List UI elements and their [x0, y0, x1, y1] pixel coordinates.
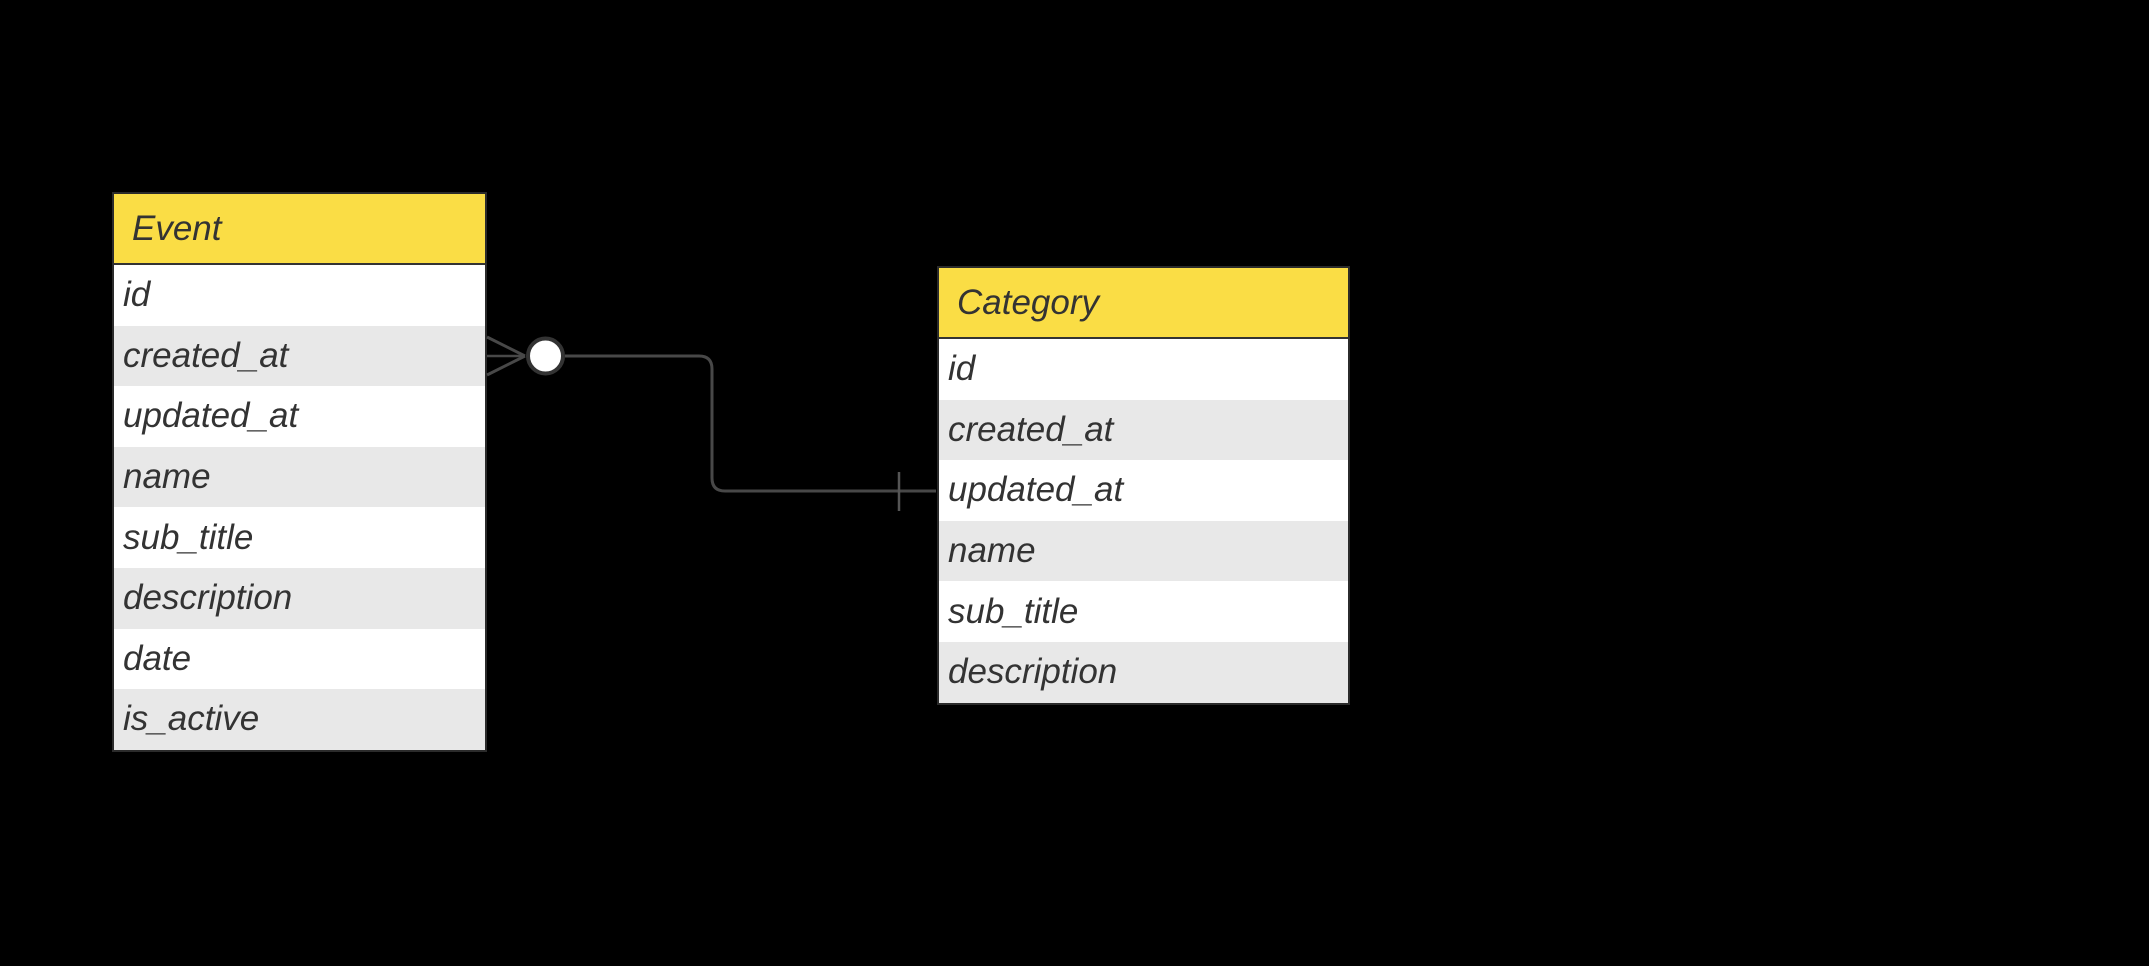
field-label: sub_title: [948, 591, 1079, 631]
field-row[interactable]: sub_title: [939, 581, 1348, 642]
field-label: date: [123, 638, 192, 678]
field-row[interactable]: description: [114, 567, 485, 629]
entity-title: Event: [132, 208, 222, 248]
crows-foot-many-symbol: [486, 335, 526, 377]
field-label: created_at: [123, 335, 289, 375]
zero-cardinality-circle: [526, 336, 565, 376]
field-row[interactable]: updated_at: [939, 460, 1348, 521]
field-row[interactable]: name: [114, 446, 485, 508]
field-label: name: [123, 457, 211, 497]
field-label: is_active: [123, 699, 260, 739]
entity-header-category[interactable]: Category: [939, 268, 1348, 339]
field-row[interactable]: updated_at: [114, 386, 485, 447]
field-row[interactable]: description: [939, 641, 1348, 703]
field-label: updated_at: [948, 470, 1124, 510]
field-row[interactable]: created_at: [114, 325, 485, 387]
entity-title: Category: [957, 282, 1100, 322]
entity-table-event[interactable]: Event id created_at updated_at name sub_…: [112, 192, 487, 752]
field-row[interactable]: name: [939, 520, 1348, 582]
field-row[interactable]: sub_title: [114, 507, 485, 568]
field-label: id: [123, 275, 151, 315]
field-row[interactable]: id: [939, 339, 1348, 400]
field-row[interactable]: is_active: [114, 689, 485, 750]
connector-line: [565, 354, 936, 493]
field-label: description: [948, 652, 1118, 692]
field-label: sub_title: [123, 517, 254, 557]
field-label: updated_at: [123, 396, 299, 436]
field-row[interactable]: created_at: [939, 399, 1348, 461]
field-label: id: [948, 349, 976, 389]
field-row[interactable]: id: [114, 265, 485, 326]
field-label: name: [948, 531, 1036, 571]
entity-rows: id created_at updated_at name sub_title …: [114, 265, 485, 750]
entity-table-category[interactable]: Category id created_at updated_at name s…: [937, 266, 1350, 705]
entity-rows: id created_at updated_at name sub_title …: [939, 339, 1348, 703]
field-label: description: [123, 578, 293, 618]
field-row[interactable]: date: [114, 628, 485, 690]
entity-header-event[interactable]: Event: [114, 194, 485, 265]
field-label: created_at: [948, 409, 1114, 449]
